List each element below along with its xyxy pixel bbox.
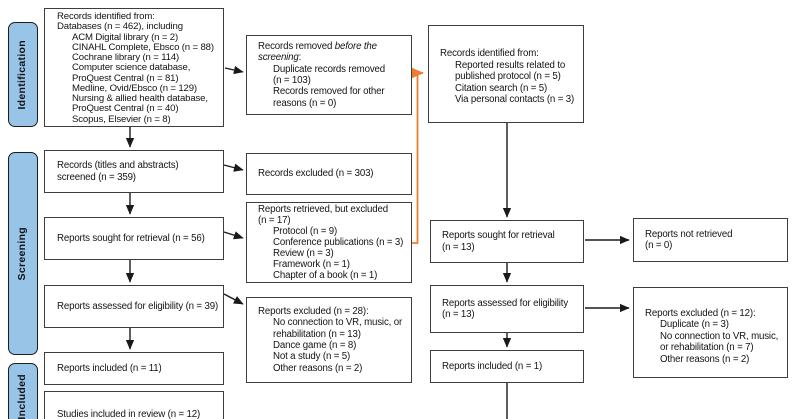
list-item: Reported results related to xyxy=(455,59,566,71)
box-records-removed-before-screening: Records removed before the screening: Du… xyxy=(246,35,412,115)
box-text-line: (n = 13) xyxy=(442,309,475,320)
stage-identification: Identification xyxy=(8,22,38,127)
box-reports-sought-retrieval-other: Reports sought for retrieval (n = 13) xyxy=(430,220,584,263)
list-item: Chapter of a book (n = 1) xyxy=(273,270,378,282)
box-text-line: Records (titles and abstracts) xyxy=(57,160,179,172)
stage-included: Included xyxy=(8,363,38,419)
box-reports-included-other: Reports included (n = 1) xyxy=(430,350,584,383)
list-item: Dance game (n = 8) xyxy=(273,340,357,351)
box-reports-included-main: Reports included (n = 11) xyxy=(44,352,224,385)
text-segment-italic: before the screening xyxy=(258,40,377,64)
box-text-line: Records identified from: xyxy=(57,11,155,22)
list-item: No connection to VR, music, or xyxy=(273,317,403,329)
text-segment: : xyxy=(298,52,302,64)
box-records-identified-databases: Records identified from: Databases (n = … xyxy=(44,8,224,127)
box-text-line: Reports sought for retrieval xyxy=(442,230,555,242)
list-item: CINAHL Complete, Ebsco (n = 88) xyxy=(72,41,214,53)
list-item: Not a study (n = 5) xyxy=(273,351,351,363)
box-reports-excluded-main: Reports excluded (n = 28): No connection… xyxy=(246,297,412,383)
list-item: (n = 103) xyxy=(273,75,311,86)
box-text-line: Databases (n = 462), including xyxy=(57,21,183,33)
text-segment: Records removed xyxy=(258,40,335,52)
stage-identification-label: Identification xyxy=(16,39,29,110)
box-studies-included-review: Studies included in review (n = 12) xyxy=(44,391,224,419)
box-text-line: Reports assessed for eligibility xyxy=(442,297,569,309)
stage-included-label: Included xyxy=(16,374,29,419)
list-item: Cochrane library (n = 114) xyxy=(72,52,180,63)
box-text-line: Reports included (n = 1) xyxy=(442,360,543,372)
box-records-excluded: Records excluded (n = 303) xyxy=(246,153,412,195)
box-text-line: Reports excluded (n = 28): xyxy=(258,305,369,317)
arrow-screened-to-excluded303 xyxy=(223,163,244,172)
stage-screening: Screening xyxy=(8,152,38,355)
box-text-line: screened (n = 359) xyxy=(57,171,136,183)
list-item: Framework (n = 1) xyxy=(273,259,350,271)
list-item: No connection to VR, music, xyxy=(660,330,779,342)
list-item: Via personal contacts (n = 3) xyxy=(455,94,575,106)
box-text-line: Reports assessed for eligibility (n = 39… xyxy=(57,300,219,312)
list-item: Nursing & allied health database, xyxy=(72,93,208,104)
arrow-sought-to-retrieved-excluded xyxy=(223,231,244,240)
list-item: Citation search (n = 5) xyxy=(455,82,548,94)
box-records-identified-other-sources: Records identified from: Reported result… xyxy=(428,25,584,123)
list-item: published protocol (n = 5) xyxy=(455,71,561,83)
list-item: Duplicate records removed xyxy=(273,63,386,75)
box-reports-assessed-eligibility-other: Reports assessed for eligibility (n = 13… xyxy=(430,285,584,333)
list-item: ACM Digital library (n = 2) xyxy=(72,31,179,43)
list-item: Other reasons (n = 2) xyxy=(273,362,363,374)
box-reports-sought-retrieval-main: Reports sought for retrieval (n = 56) xyxy=(44,217,224,260)
list-item: Records removed for other xyxy=(273,86,385,98)
list-item: rehabilitation (n = 13) xyxy=(273,328,361,340)
box-text-line: Reports excluded (n = 12): xyxy=(645,307,756,319)
box-text-line: Reports not retrieved xyxy=(645,228,733,240)
list-item: Medline, Ovid/Ebsco (n = 129) xyxy=(72,82,197,94)
list-item: Duplicate (n = 3) xyxy=(660,319,729,331)
box-reports-retrieved-but-excluded: Reports retrieved, but excluded (n = 17)… xyxy=(246,202,412,283)
list-item: Protocol (n = 9) xyxy=(273,225,338,237)
box-text-line: Records identified from: xyxy=(440,48,539,60)
box-text-line: Records excluded (n = 303) xyxy=(258,168,374,180)
arrow-assessed-to-excluded28 xyxy=(223,293,244,305)
list-item: or rehabilitation (n = 7) xyxy=(660,342,754,354)
arrow-db-to-removed xyxy=(224,65,244,75)
box-text-line: (n = 17) xyxy=(258,214,291,226)
list-item: Other reasons (n = 2) xyxy=(660,353,750,365)
list-item: Conference publications (n = 3) xyxy=(273,236,404,248)
box-reports-excluded-other: Reports excluded (n = 12): Duplicate (n … xyxy=(633,287,788,378)
list-item: Review (n = 3) xyxy=(273,248,334,260)
list-item: ProQuest Central (n = 81) xyxy=(72,72,179,84)
box-reports-assessed-eligibility-main: Reports assessed for eligibility (n = 39… xyxy=(44,285,224,328)
box-text-line: Reports included (n = 11) xyxy=(57,362,162,374)
stage-screening-label: Screening xyxy=(16,226,29,281)
list-item: Scopus, Elsevier (n = 8) xyxy=(72,113,171,125)
list-item: reasons (n = 0) xyxy=(273,97,337,109)
box-text-line: Studies included in review (n = 12) xyxy=(57,409,201,419)
box-text-line: Reports sought for retrieval (n = 56) xyxy=(57,232,205,244)
accent-arrow-retrievedexcluded-to-othersources xyxy=(411,67,424,244)
box-text-line: (n = 13) xyxy=(442,241,475,253)
box-text-line: Reports retrieved, but excluded xyxy=(258,203,388,215)
box-records-screened: Records (titles and abstracts) screened … xyxy=(44,150,224,193)
box-text-line: Records removed before the screening: xyxy=(258,41,407,64)
list-item: Computer science database, xyxy=(72,62,191,74)
box-text-line: (n = 0) xyxy=(645,240,673,251)
list-item: ProQuest Central (n = 40) xyxy=(72,103,179,115)
box-reports-not-retrieved: Reports not retrieved (n = 0) xyxy=(633,218,788,262)
